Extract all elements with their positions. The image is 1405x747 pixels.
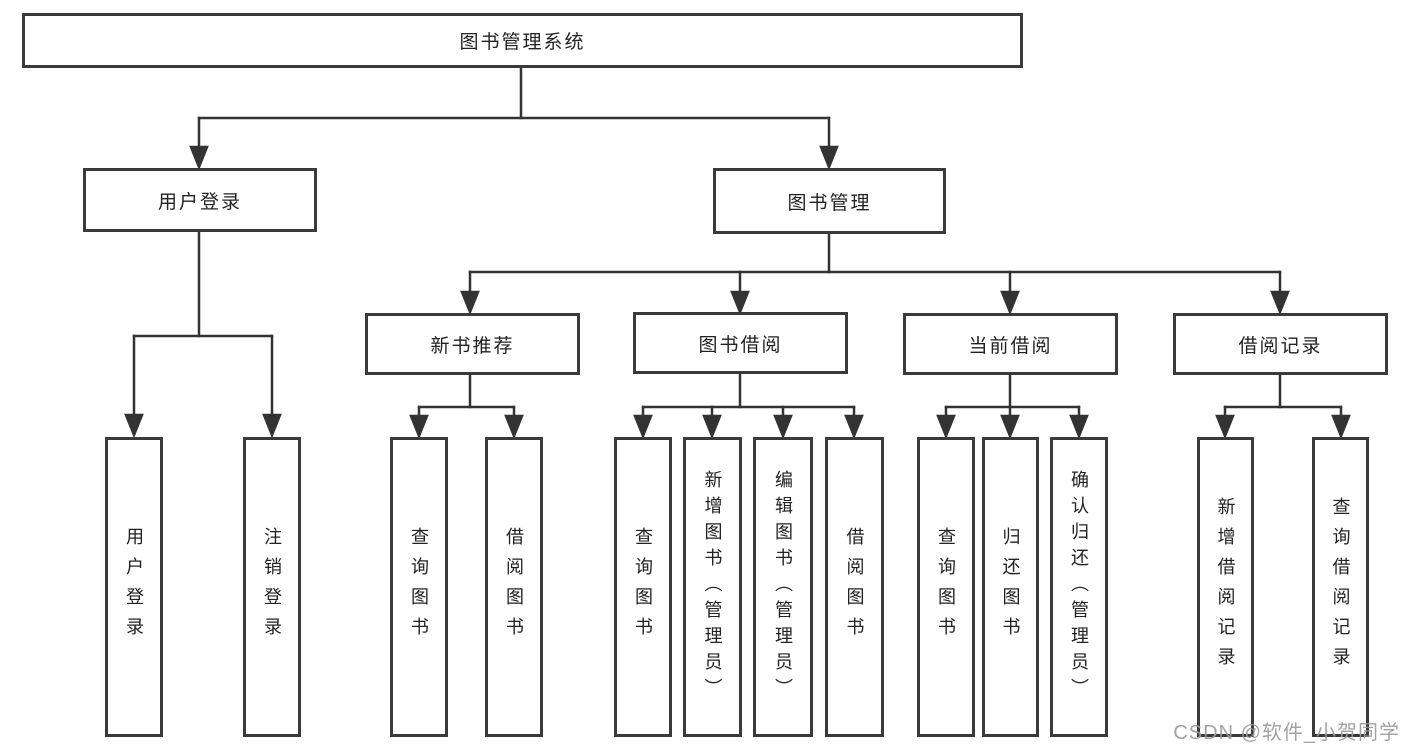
node-borrow-records: 借阅记录 bbox=[1173, 313, 1388, 375]
leaf-query-books: 查询图书 bbox=[390, 437, 448, 737]
leaf-label: 注销登录 bbox=[262, 527, 282, 647]
leaf-query-books: 查询图书 bbox=[917, 437, 975, 737]
node-root-system: 图书管理系统 bbox=[22, 13, 1023, 68]
leaf-confirm-return-admin: 确认归还（管理员） bbox=[1050, 437, 1108, 737]
leaf-label: 编辑图书（管理员） bbox=[773, 470, 793, 704]
leaf-query-borrow-record: 查询借阅记录 bbox=[1312, 437, 1369, 737]
leaf-label: 查询图书 bbox=[633, 527, 653, 647]
leaf-label: 新增图书（管理员） bbox=[702, 470, 723, 704]
node-new-book-recommend: 新书推荐 bbox=[365, 313, 580, 375]
leaf-label: 查询图书 bbox=[409, 527, 429, 647]
leaf-add-book-admin: 新增图书（管理员） bbox=[683, 437, 742, 737]
leaf-label: 确认归还（管理员） bbox=[1069, 470, 1089, 704]
leaf-add-borrow-record: 新增借阅记录 bbox=[1197, 437, 1254, 737]
leaf-label: 查询借阅记录 bbox=[1330, 497, 1351, 677]
leaf-user-login: 用户登录 bbox=[105, 437, 163, 737]
node-user-login: 用户登录 bbox=[83, 168, 317, 232]
leaf-edit-book-admin: 编辑图书（管理员） bbox=[753, 437, 813, 737]
leaf-borrow-books: 借阅图书 bbox=[825, 437, 884, 737]
leaf-return-book: 归还图书 bbox=[982, 437, 1039, 737]
watermark-text: CSDN @软件_小贺同学 bbox=[1173, 722, 1400, 744]
leaf-label: 用户登录 bbox=[124, 527, 144, 647]
node-book-borrow: 图书借阅 bbox=[633, 312, 848, 374]
node-book-management: 图书管理 bbox=[713, 168, 946, 234]
leaf-query-books: 查询图书 bbox=[614, 437, 672, 737]
leaf-label: 借阅图书 bbox=[844, 527, 865, 647]
node-current-borrow: 当前借阅 bbox=[903, 313, 1118, 375]
leaf-label: 查询图书 bbox=[936, 527, 956, 647]
leaf-label: 归还图书 bbox=[1000, 527, 1021, 647]
leaf-label: 新增借阅记录 bbox=[1215, 497, 1236, 677]
leaf-logout: 注销登录 bbox=[243, 437, 301, 737]
leaf-borrow-books: 借阅图书 bbox=[485, 437, 543, 737]
leaf-label: 借阅图书 bbox=[504, 527, 524, 647]
